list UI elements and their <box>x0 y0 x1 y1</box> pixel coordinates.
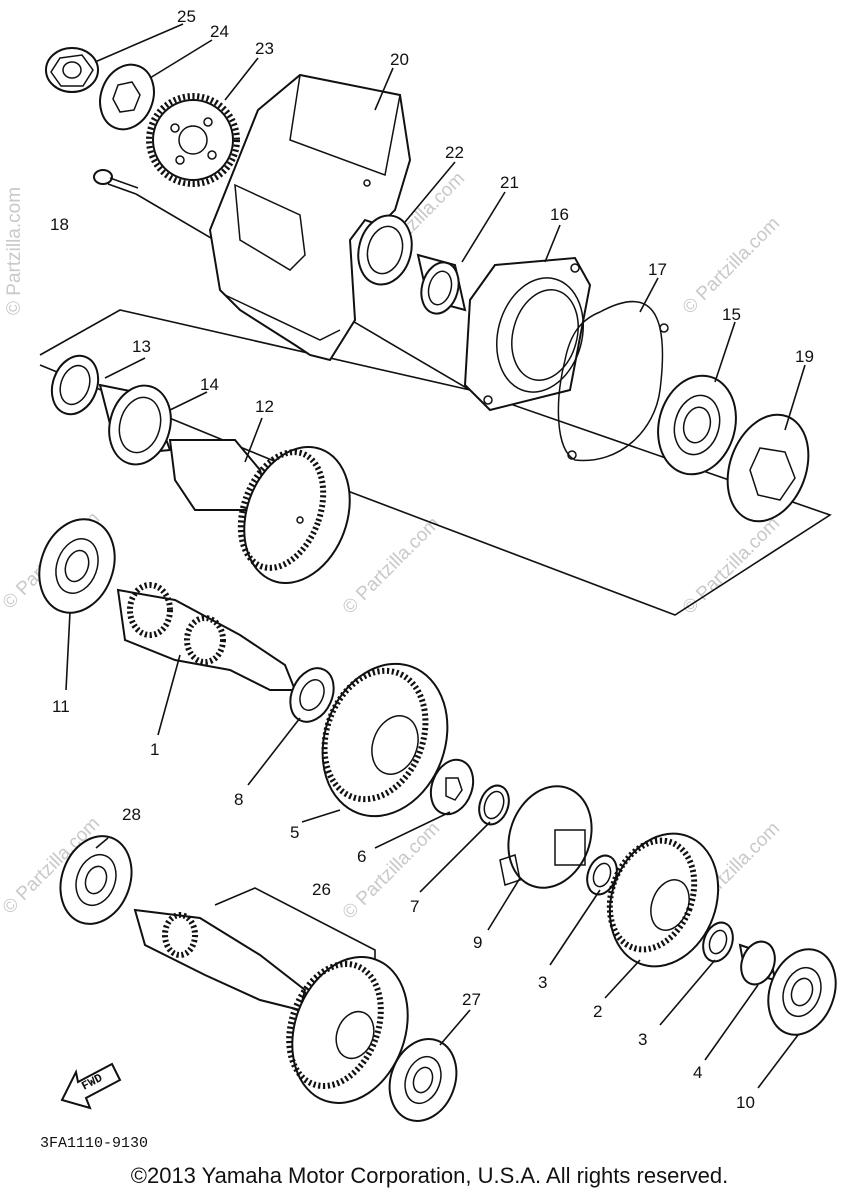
circlip-part <box>478 784 510 826</box>
callout-10: 10 <box>736 1093 755 1112</box>
collar-part <box>416 253 467 315</box>
watermark: © Partzilla.com <box>679 213 784 318</box>
leader-lines <box>65 23 806 1089</box>
callout-19: 19 <box>795 347 814 366</box>
callout-24: 24 <box>210 22 229 41</box>
callout-28: 28 <box>122 805 141 824</box>
callout-11: 11 <box>52 697 70 716</box>
gear-part <box>606 832 720 968</box>
oil-seal-part <box>357 214 413 286</box>
callouts: 1 2 3 3 4 5 6 7 8 9 10 11 12 13 14 15 16… <box>50 7 814 1112</box>
callout-8: 8 <box>234 790 243 809</box>
drive-gear-shaft-part <box>168 439 351 584</box>
main-shaft-part <box>116 582 297 691</box>
sprocket-cover-part <box>208 73 412 362</box>
diagram-code: 3FA1110-9130 <box>40 1135 148 1152</box>
callout-20: 20 <box>390 50 409 69</box>
callout-9: 9 <box>473 933 482 952</box>
callout-26: 26 <box>312 880 331 899</box>
forward-arrow-icon: FWD <box>60 1062 122 1110</box>
callout-18: 18 <box>50 215 69 234</box>
bearing-part <box>38 518 116 614</box>
gear-part <box>321 662 449 818</box>
callout-5: 5 <box>290 823 299 842</box>
callout-6: 6 <box>357 847 366 866</box>
bearing-part <box>388 1038 458 1122</box>
watermark: © Partzilla.com <box>339 818 444 923</box>
callout-22: 22 <box>445 143 464 162</box>
needle-bearing-part <box>98 383 172 466</box>
callout-23: 23 <box>255 39 274 58</box>
callout-17: 17 <box>648 260 667 279</box>
callout-7: 7 <box>410 897 419 916</box>
callout-13: 13 <box>132 337 151 356</box>
drive-sprocket-part <box>146 93 240 187</box>
bearing-part <box>767 948 837 1036</box>
gasket-part <box>557 300 669 462</box>
counter-shaft-part <box>133 908 409 1104</box>
callout-3: 3 <box>638 1030 647 1049</box>
collar-part <box>702 921 734 963</box>
nut-part <box>45 47 99 93</box>
callout-12: 12 <box>255 397 274 416</box>
callout-14: 14 <box>200 375 219 394</box>
copyright-notice: ©2013 Yamaha Motor Corporation, U.S.A. A… <box>130 1163 729 1188</box>
callout-2: 2 <box>593 1002 602 1021</box>
bearing-housing-part <box>463 256 592 412</box>
bearing-part <box>59 835 133 925</box>
callout-27: 27 <box>462 990 481 1009</box>
watermark: © Partzilla.com <box>339 513 444 618</box>
callout-1: 1 <box>150 740 159 759</box>
callout-16: 16 <box>550 205 569 224</box>
callout-4: 4 <box>693 1063 702 1082</box>
thrust-washer-part <box>289 667 335 723</box>
callout-15: 15 <box>722 305 741 324</box>
watermark: © Partzilla.com <box>4 187 25 315</box>
callout-3: 3 <box>538 973 547 992</box>
lock-washer-part <box>99 63 155 131</box>
callout-25: 25 <box>177 7 196 26</box>
washer-part <box>50 354 100 416</box>
toothed-washer-part <box>429 758 475 816</box>
bearing-part <box>657 374 737 476</box>
callout-21: 21 <box>500 173 519 192</box>
bearing-retainer-part <box>726 413 810 523</box>
dog-clutch-part <box>499 785 593 889</box>
